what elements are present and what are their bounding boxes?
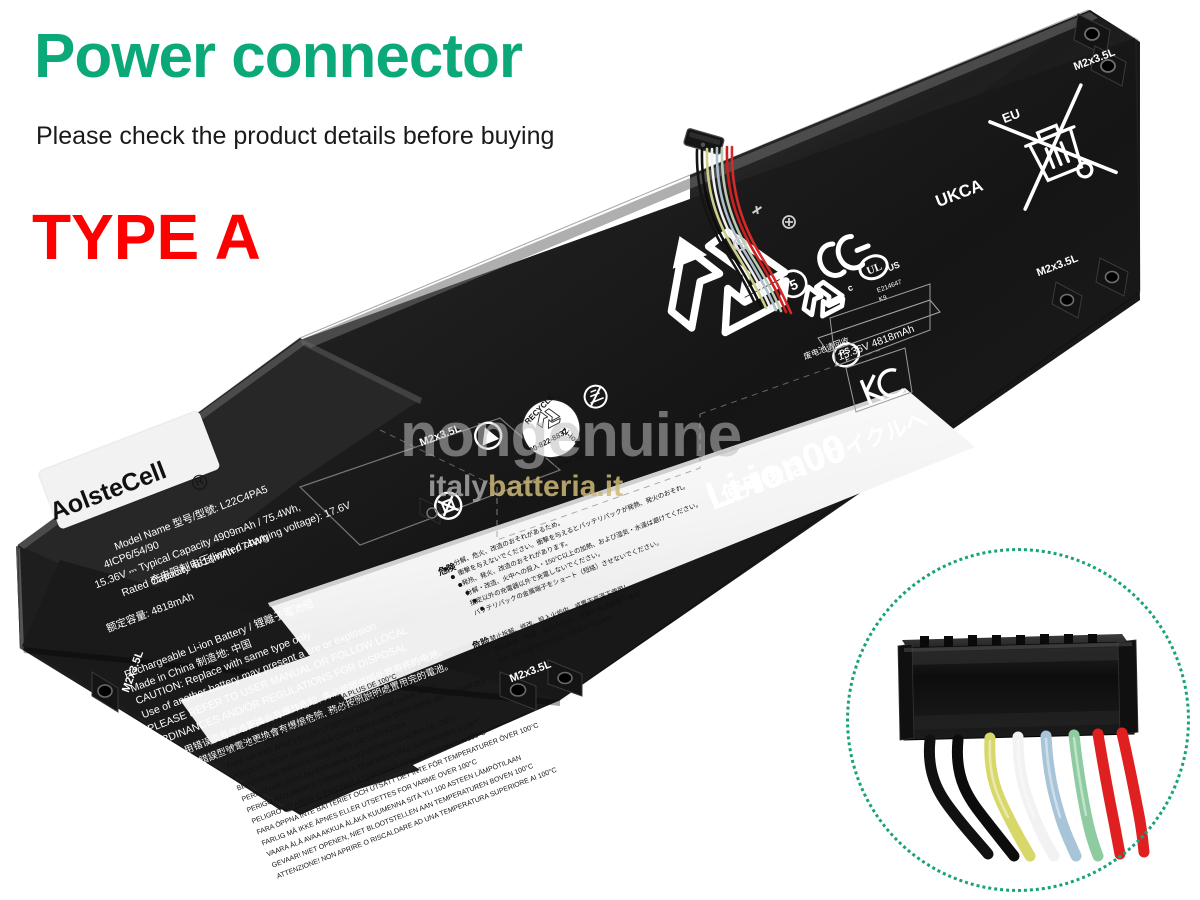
watermark-site-part2: batteria.it bbox=[488, 470, 624, 503]
svg-text:PS: PS bbox=[838, 345, 852, 358]
page-subtitle: Please check the product details before … bbox=[36, 122, 555, 150]
type-badge: TYPE A bbox=[32, 201, 261, 273]
inset-dashed-ring bbox=[846, 548, 1190, 892]
watermark-nongenuine: nongenuine bbox=[400, 401, 742, 470]
watermark-site: italybatteria.it bbox=[428, 470, 623, 504]
page-title: Power connector bbox=[34, 22, 523, 91]
connector-closeup-inset bbox=[846, 548, 1194, 896]
watermark-site-part1: italy bbox=[428, 470, 489, 503]
svg-text:UL: UL bbox=[865, 261, 884, 278]
svg-text:E: E bbox=[845, 356, 852, 364]
